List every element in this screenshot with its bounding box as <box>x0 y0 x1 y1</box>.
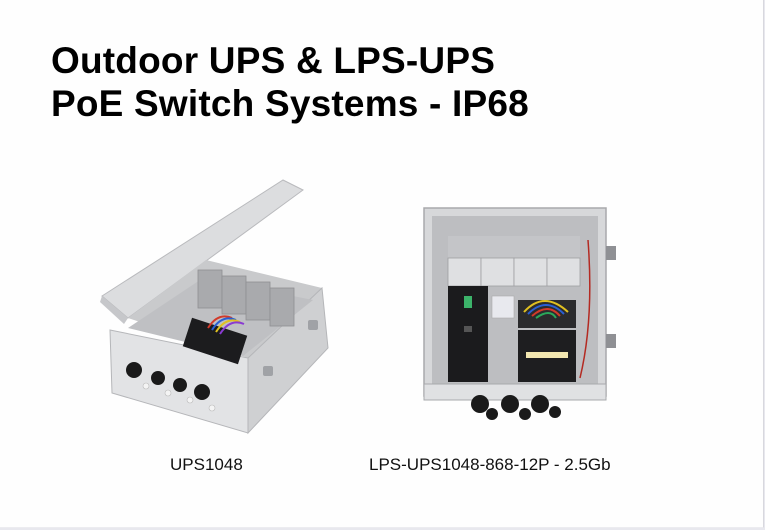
title-line-1: Outdoor UPS & LPS-UPS <box>51 40 496 81</box>
title-line-2: PoE Switch Systems - IP68 <box>51 83 529 124</box>
enclosure-front-icon <box>423 207 616 420</box>
product-caption-ups1048: UPS1048 <box>170 455 243 474</box>
ups1048-product-photo <box>98 178 338 440</box>
slide-title: Outdoor UPS & LPS-UPS PoE Switch Systems… <box>51 39 529 125</box>
lps-ups1048-product-photo <box>410 200 632 422</box>
open-enclosure-icon <box>100 179 329 435</box>
product-caption-lps-ups1048: LPS-UPS1048-868-12P - 2.5Gb <box>369 455 611 474</box>
